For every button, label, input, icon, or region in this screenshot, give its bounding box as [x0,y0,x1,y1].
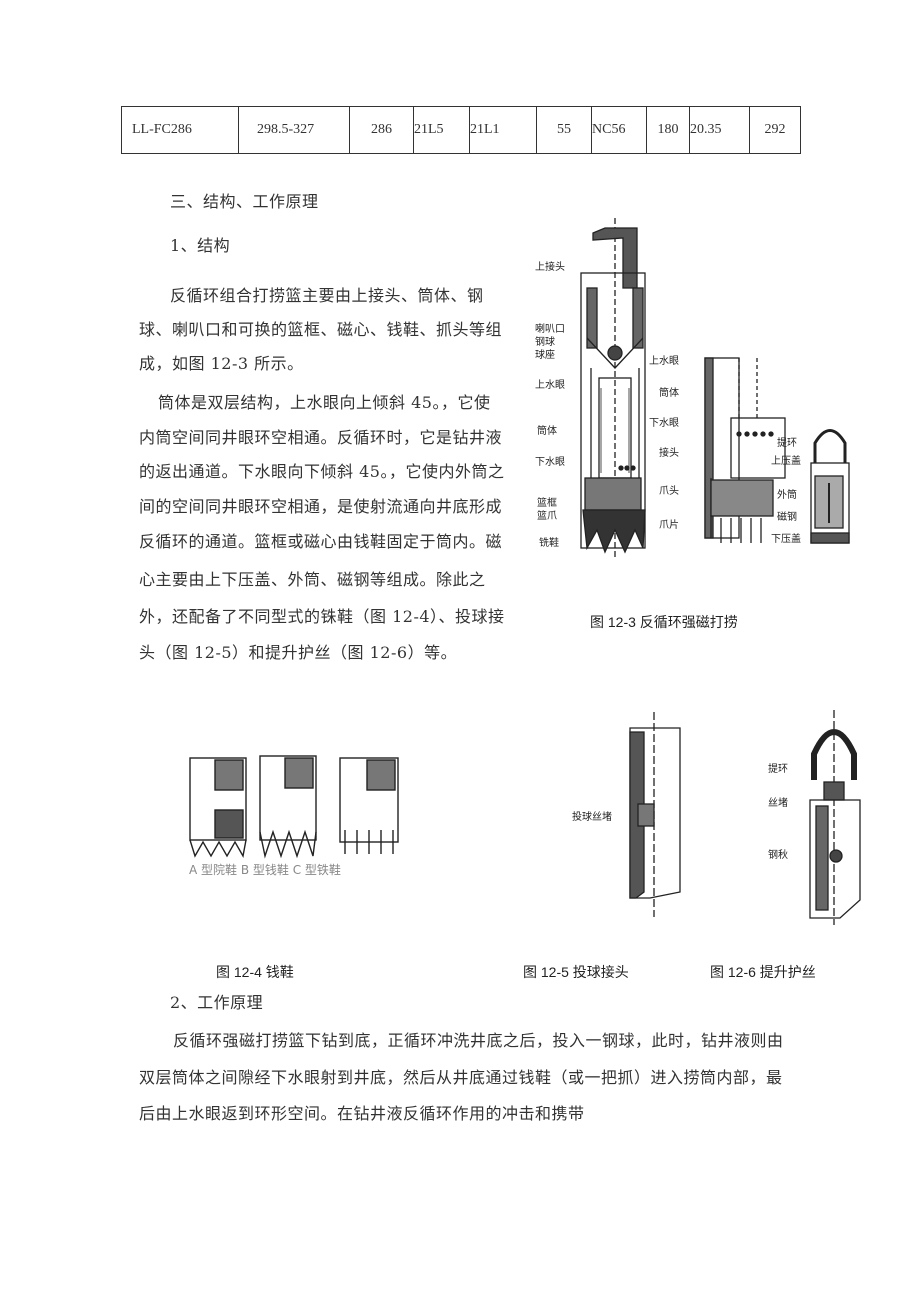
fig-label: 爪头 [659,485,679,497]
fig-label: 上水眼 [535,379,565,391]
para-line: 反循环强磁打捞篮下钻到底，正循环冲洗井底之后，投入一钢球，此时，钻井液则由 [173,1031,784,1050]
para-line: 的返出通道。下水眼向下倾斜 45。，它使内外筒之 [139,462,505,481]
figure-caption: 图 12-5 投球接头 [523,964,629,980]
para-line: 反循环的通道。篮框或磁心由钱鞋固定于筒内。磁 [139,532,503,551]
table-cell: 21L1 [469,106,537,154]
fig-label: 筒体 [659,386,679,399]
table-cell: 298.5-327 [238,106,350,154]
fig-label: 上水眼 [649,355,679,367]
table-cell: 286 [349,106,414,154]
fig-label: 喇叭口 [535,323,565,335]
fig-label: 投球丝堵 [572,810,612,823]
figure-caption: 图 12-6 提升护丝 [710,964,816,980]
fig-label: 接头 [659,446,679,459]
fig-label: 丝堵 [768,796,788,809]
fig-label: 下压盖 [771,532,801,545]
fig-label: 下水眼 [535,456,565,468]
fig-label: 钢球 [535,335,555,348]
fig-label: 爪片 [659,518,679,531]
table-cell: 55 [536,106,592,154]
fig-label: 提环 [768,763,788,775]
spec-table: LL-FC286 298.5-327 286 21L5 21L1 55 NC56… [121,106,801,154]
figure-12-3-drawing: 上接头 喇叭口 钢球 球座 上水眼 筒体 下水眼 篮框 篮爪 铣鞋 上水眼 筒体… [535,218,850,558]
figure-caption: 图 12-4 钱鞋 [216,964,294,980]
table-cell: NC56 [591,106,647,154]
figure-12-6-drawing: 提环 丝堵 钢秋 [768,710,861,925]
fig-label: 提环 [777,437,797,449]
fig-label: 篮框 [537,496,557,509]
table-cell: 180 [646,106,690,154]
figure-12-5-drawing: 投球丝堵 [572,712,681,917]
figure-12-4-drawing [189,755,399,859]
para-line: 双层筒体之间隙经下水眼射到井底，然后从井底通过钱鞋（或一把抓）进入捞筒内部，最 [139,1068,783,1087]
para-line: 心主要由上下压盖、外筒、磁钢等组成。除此之 [139,570,486,589]
fig-label: 磁钢 [777,510,797,523]
para-line: 外，还配备了不同型式的铢鞋（图 12-4）、投球接 [139,607,505,626]
table-cell: 292 [749,106,801,154]
fig-label: 上接头 [535,260,565,273]
para-line: 筒体是双层结构，上水眼向上倾斜 45。，它使 [158,393,491,412]
fig-label: 上压盖 [771,454,801,467]
section-heading: 三、结构、工作原理 [170,192,319,211]
fig-label: 外筒 [777,488,797,501]
subsection-heading: 1、结构 [170,236,231,255]
fig-label: 钢秋 [768,848,788,861]
para-line: 内筒空间同井眼环空相通。反循环时，它是钻井液 [139,428,503,447]
figure-sublabels: A 型院鞋 B 型钱鞋 C 型铁鞋 [189,863,341,877]
para-line: 成，如图 12-3 所示。 [139,354,304,373]
para-line: 头（图 12-5）和提升护丝（图 12-6）等。 [139,643,458,662]
figure-caption: 图 12-3 反循环强磁打捞 [590,614,738,630]
fig-label: 球座 [535,348,555,361]
fig-label: 筒体 [537,424,557,437]
table-cell: LL-FC286 [121,106,239,154]
fig-label: 篮爪 [537,509,557,522]
table-cell: 21L5 [413,106,470,154]
table-cell: 20.35 [689,106,750,154]
fig-label: 铣鞋 [539,536,559,549]
fig-label: 下水眼 [649,417,679,429]
para-line: 间的空间同井眼环空相通，是使射流通向井底形成 [139,497,503,516]
subsection-heading: 2、工作原理 [170,993,264,1012]
para-line: 球、喇叭口和可换的篮框、磁心、钱鞋、抓头等组 [139,320,503,339]
table-row: LL-FC286 298.5-327 286 21L5 21L1 55 NC56… [121,106,801,154]
para-line: 后由上水眼返到环形空间。在钻井液反循环作用的冲击和携带 [139,1104,585,1123]
para-line: 反循环组合打捞篮主要由上接头、筒体、钢 [170,286,484,305]
